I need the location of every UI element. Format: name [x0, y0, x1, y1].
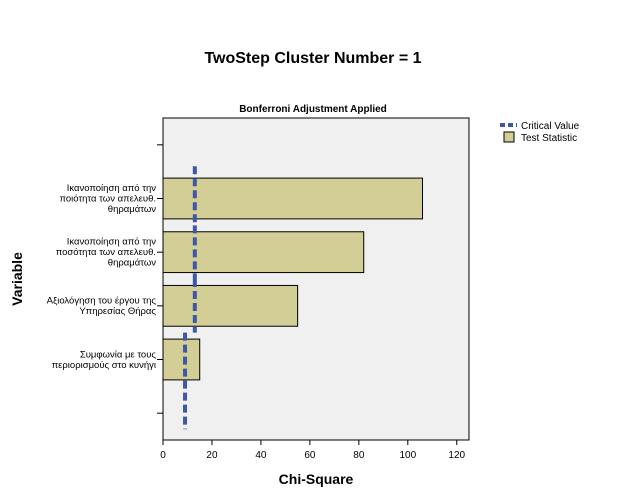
x-tick-label: 40 [255, 450, 267, 461]
x-tick-label: 20 [206, 450, 218, 461]
x-tick-label: 0 [160, 450, 166, 461]
x-tick-label: 80 [353, 450, 365, 461]
legend-test-statistic-label: Test Statistic [521, 133, 577, 144]
legend: Critical Value Test Statistic [500, 121, 580, 144]
legend-critical-value-label: Critical Value [521, 121, 580, 132]
x-axis-title: Chi-Square [279, 471, 354, 487]
x-tick-label: 120 [448, 450, 465, 461]
legend-test-statistic-swatch [503, 131, 515, 143]
chart-title: TwoStep Cluster Number = 1 [204, 50, 421, 67]
bar-3 [162, 284, 299, 327]
critical-value-layer [183, 166, 197, 430]
x-axis: 0 20 40 60 80 100 120 [160, 440, 466, 461]
plot-area [162, 117, 470, 441]
bar-1 [162, 177, 423, 220]
y-axis-title: Variable [9, 252, 25, 306]
chart-subtitle: Bonferroni Adjustment Applied [239, 104, 387, 115]
x-tick-label: 60 [304, 450, 316, 461]
bar-4 [162, 338, 201, 381]
critical-value-line [183, 166, 197, 430]
x-tick-label: 100 [399, 450, 416, 461]
